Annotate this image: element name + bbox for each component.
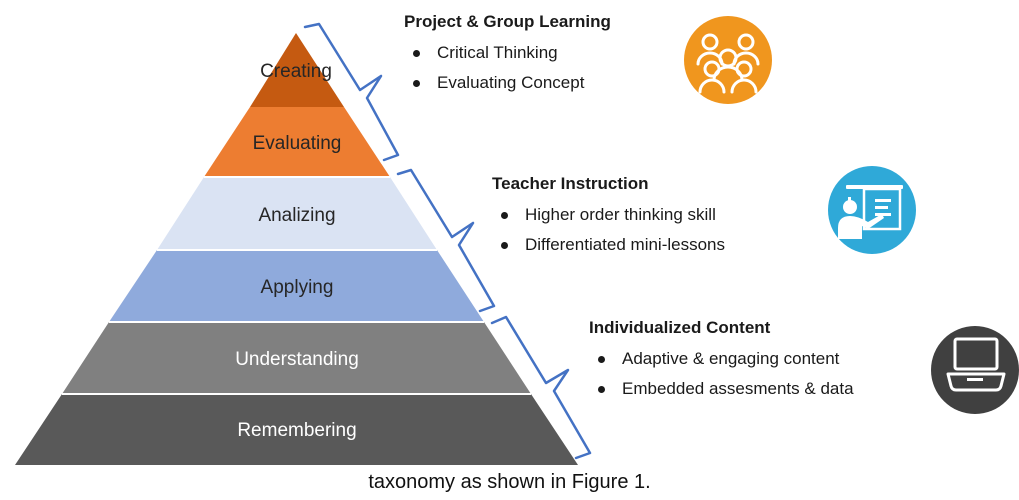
pyramid-level-creating [250,33,344,107]
brace-upper [303,22,400,162]
group-list: Adaptive & engaging content Embedded ass… [589,344,854,404]
brace-middle [396,168,496,313]
brace-lower [490,315,592,460]
pyramid [15,33,578,465]
pyramid-level-remembering [15,394,578,465]
list-item: Critical Thinking [404,38,611,68]
figure-caption: taxonomy as shown in Figure 1. [368,471,651,493]
pyramid-level-understanding [62,322,531,394]
level-label-analizing: Analizing [258,205,335,226]
pyramid-level-analizing [157,177,437,250]
list-item: Differentiated mini-lessons [492,230,725,260]
pyramid-level-applying [109,250,484,322]
pyramid-level-evaluating [204,107,390,177]
group-people-icon [684,16,772,104]
level-label-evaluating: Evaluating [253,133,342,154]
list-item: Evaluating Concept [404,68,611,98]
group-title: Teacher Instruction [492,174,649,193]
group-individualized-content: Individualized Content Adaptive & engagi… [589,318,854,404]
list-item: Adaptive & engaging content [589,344,854,374]
teacher-presentation-icon [828,166,916,254]
laptop-icon [931,326,1019,414]
group-teacher-instruction: Teacher Instruction Higher order thinkin… [492,174,725,260]
group-title: Project & Group Learning [404,12,611,31]
group-list: Critical Thinking Evaluating Concept [404,38,611,98]
level-label-understanding: Understanding [235,349,359,370]
group-title: Individualized Content [589,318,771,337]
level-label-creating: Creating [260,61,332,82]
pyramid-diagram: Creating Evaluating Analizing Applying U… [15,16,1019,465]
level-label-applying: Applying [261,277,334,298]
level-label-remembering: Remembering [237,420,356,441]
group-project-learning: Project & Group Learning Critical Thinki… [404,12,611,98]
group-list: Higher order thinking skill Differentiat… [492,200,725,260]
list-item: Embedded assesments & data [589,374,854,404]
list-item: Higher order thinking skill [492,200,725,230]
brackets [303,22,592,460]
